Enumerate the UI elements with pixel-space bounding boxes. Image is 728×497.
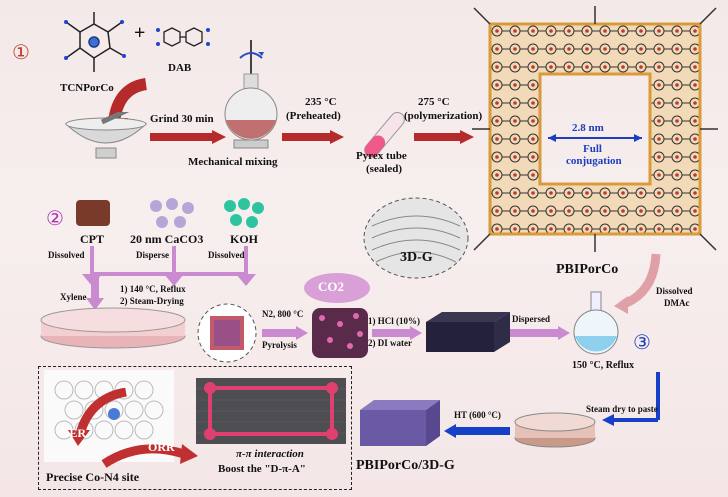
sealed-label: (sealed) (366, 163, 403, 175)
reflux-150-label: 150 °C, Reflux (572, 360, 635, 371)
dispersed-label: Dispersed (512, 314, 550, 324)
oer-curved-arrow (68, 388, 127, 446)
caco3-label: 20 nm CaCO3 (130, 232, 204, 246)
dab-label: DAB (168, 62, 192, 74)
washing-arrow (372, 326, 422, 340)
grind-label: Grind 30 min (150, 113, 214, 125)
dmac-curved-arrow (614, 253, 661, 314)
koh-pellets-icon (224, 198, 264, 228)
blue-down-right-arrow (602, 372, 660, 426)
product-block-icon (360, 400, 440, 446)
cpt-label: CPT (80, 232, 104, 246)
tcnporco-label: TCNPorCo (60, 82, 114, 94)
mortar-bowl-icon (64, 112, 148, 159)
pyrolysis-arrow (262, 326, 308, 340)
polymerization-arrow (414, 130, 474, 144)
preheat-arrow (282, 130, 344, 144)
zoomed-particle-icon (197, 303, 257, 363)
orr-label: ORR (148, 440, 175, 454)
reflux-140-label: 1) 140 °C, Reflux (120, 284, 186, 294)
oer-label: OER (60, 426, 87, 440)
boost-dpa-label: Boost the "D-π-A" (218, 463, 306, 475)
caco3-particles-icon (150, 198, 194, 228)
pbiporco-framework-graphic (472, 6, 718, 252)
ht-label: HT (600 °C) (454, 410, 501, 420)
petri-dish-icon (40, 307, 186, 349)
pi-pi-label: π-π interaction (236, 448, 304, 460)
mixing-flask-icon (224, 40, 278, 149)
n2-label: N2, 800 °C (262, 309, 304, 319)
grind-arrow (150, 130, 226, 144)
step-3-marker: ③ (633, 332, 651, 354)
3d-graphene-block (426, 312, 510, 352)
pore-size-label: 2.8 nm (572, 122, 604, 134)
dmac-label: DMAc (664, 298, 690, 308)
co2-cloud-icon (304, 273, 370, 303)
co2-label: CO2 (318, 279, 344, 294)
full-label: Full (583, 143, 602, 155)
temp-275-label: 275 °C (418, 96, 450, 108)
conjugation-label: conjugation (566, 155, 622, 167)
down-arrow-to-dish (86, 276, 104, 310)
preheated-label: (Preheated) (286, 110, 341, 122)
cpt-powder-icon (76, 200, 110, 226)
temp-235-label: 235 °C (305, 96, 337, 108)
pbiporco-label: PBIPorCo (556, 262, 619, 277)
xylene-label: Xylene (60, 292, 87, 302)
steam-dry-paste-label: Steam dry to paste (586, 404, 658, 414)
precise-site-label: Precise Co-N4 site (46, 470, 140, 484)
di-water-label: 2) DI water (368, 338, 412, 348)
porous-carbon-icon (312, 308, 368, 358)
tcnporco-molecule-icon (64, 12, 126, 72)
polymerization-label: (polymerization) (404, 110, 483, 122)
step-2-marker: ② (46, 208, 64, 230)
product-label: PBIPorCo/3D-G (356, 458, 455, 473)
step-1-marker: ① (12, 42, 30, 64)
mechanical-mixing-label: Mechanical mixing (188, 156, 278, 168)
koh-label: KOH (230, 232, 259, 246)
dissolved-cpt-label: Dissolved (48, 250, 85, 260)
pyrex-tube-label: Pyrex tube (356, 150, 407, 162)
pi-pi-interaction-graphic (196, 378, 346, 444)
disperse-label: Disperse (136, 250, 169, 260)
dissolved-dmac-label: Dissolved (656, 286, 693, 296)
pyrex-tube-icon (364, 112, 405, 158)
dab-molecule-icon (156, 27, 210, 47)
orr-curved-arrow (101, 444, 198, 468)
plus-sign: + (134, 22, 146, 44)
mechanism-inset-box (38, 366, 352, 490)
round-flask-icon (573, 291, 619, 355)
graphene-zoom-icon (363, 197, 469, 279)
steam-drying-label: 2) Steam-Drying (120, 296, 184, 306)
hcl-label: 1) HCl (10%) (368, 316, 420, 326)
dispersed-arrow (510, 326, 570, 340)
3d-g-label: 3D-G (400, 250, 433, 265)
paste-dish-icon (514, 412, 596, 448)
ht-arrow (444, 424, 510, 438)
pyrolysis-label: Pyrolysis (262, 340, 297, 350)
dissolved-koh-label: Dissolved (208, 250, 245, 260)
